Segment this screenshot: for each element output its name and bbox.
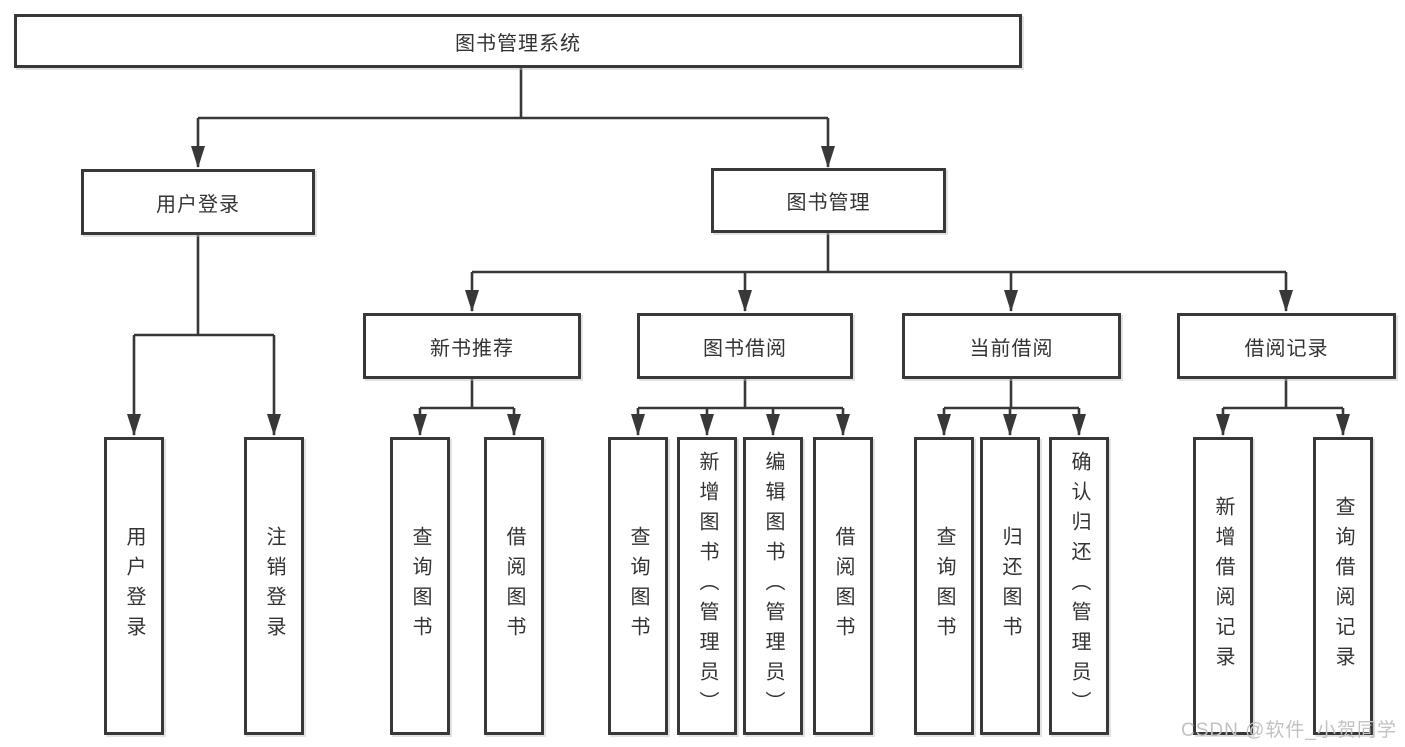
node-label: 图书借阅 bbox=[703, 337, 787, 360]
node-library-management-system: 图书管理系统 bbox=[14, 14, 1022, 68]
node-label: 注销登录 bbox=[263, 526, 285, 646]
node-label: 查询图书 bbox=[409, 526, 431, 646]
node-label: 用户登录 bbox=[156, 193, 240, 216]
node-label: 用户登录 bbox=[123, 526, 145, 646]
leaf-query-books-recommend: 查询图书 bbox=[390, 437, 450, 735]
leaf-edit-book-admin: 编辑图书（管理员） bbox=[743, 437, 803, 735]
node-borrow-records: 借阅记录 bbox=[1177, 313, 1396, 379]
node-label: 查询图书 bbox=[627, 526, 649, 646]
leaf-query-borrow-record: 查询借阅记录 bbox=[1313, 437, 1373, 735]
node-user-login: 用户登录 bbox=[81, 169, 315, 235]
node-label: 借阅图书 bbox=[832, 526, 854, 646]
node-label: 新增借阅记录 bbox=[1212, 496, 1234, 676]
node-label: 归还图书 bbox=[999, 526, 1021, 646]
node-label: 图书管理系统 bbox=[455, 32, 581, 55]
node-new-book-recommend: 新书推荐 bbox=[363, 313, 581, 379]
node-label: 新增图书（管理员） bbox=[696, 451, 718, 721]
leaf-borrow-books: 借阅图书 bbox=[813, 437, 873, 735]
leaf-return-book: 归还图书 bbox=[980, 437, 1040, 735]
leaf-confirm-return-admin: 确认归还（管理员） bbox=[1049, 437, 1109, 735]
node-label: 编辑图书（管理员） bbox=[762, 451, 784, 721]
leaf-query-books-borrow: 查询图书 bbox=[608, 437, 668, 735]
node-book-borrow: 图书借阅 bbox=[637, 313, 853, 379]
node-label: 借阅记录 bbox=[1244, 337, 1329, 360]
node-label: 确认归还（管理员） bbox=[1068, 451, 1090, 721]
leaf-borrow-books-recommend: 借阅图书 bbox=[484, 437, 544, 735]
leaf-user-login: 用户登录 bbox=[104, 437, 164, 735]
csdn-watermark: CSDN @软件_小贺同学 bbox=[1181, 720, 1397, 741]
leaf-add-book-admin: 新增图书（管理员） bbox=[677, 437, 737, 735]
node-label: 借阅图书 bbox=[503, 526, 525, 646]
node-label: 查询图书 bbox=[933, 526, 955, 646]
leaf-add-borrow-record: 新增借阅记录 bbox=[1193, 437, 1253, 735]
node-label: 当前借阅 bbox=[969, 337, 1054, 360]
node-current-borrow: 当前借阅 bbox=[902, 313, 1121, 379]
leaf-query-books-current: 查询图书 bbox=[914, 437, 974, 735]
node-label: 新书推荐 bbox=[430, 337, 514, 360]
node-label: 查询借阅记录 bbox=[1332, 496, 1354, 676]
leaf-logout: 注销登录 bbox=[244, 437, 304, 735]
node-book-management: 图书管理 bbox=[711, 168, 946, 233]
node-label: 图书管理 bbox=[786, 192, 871, 214]
